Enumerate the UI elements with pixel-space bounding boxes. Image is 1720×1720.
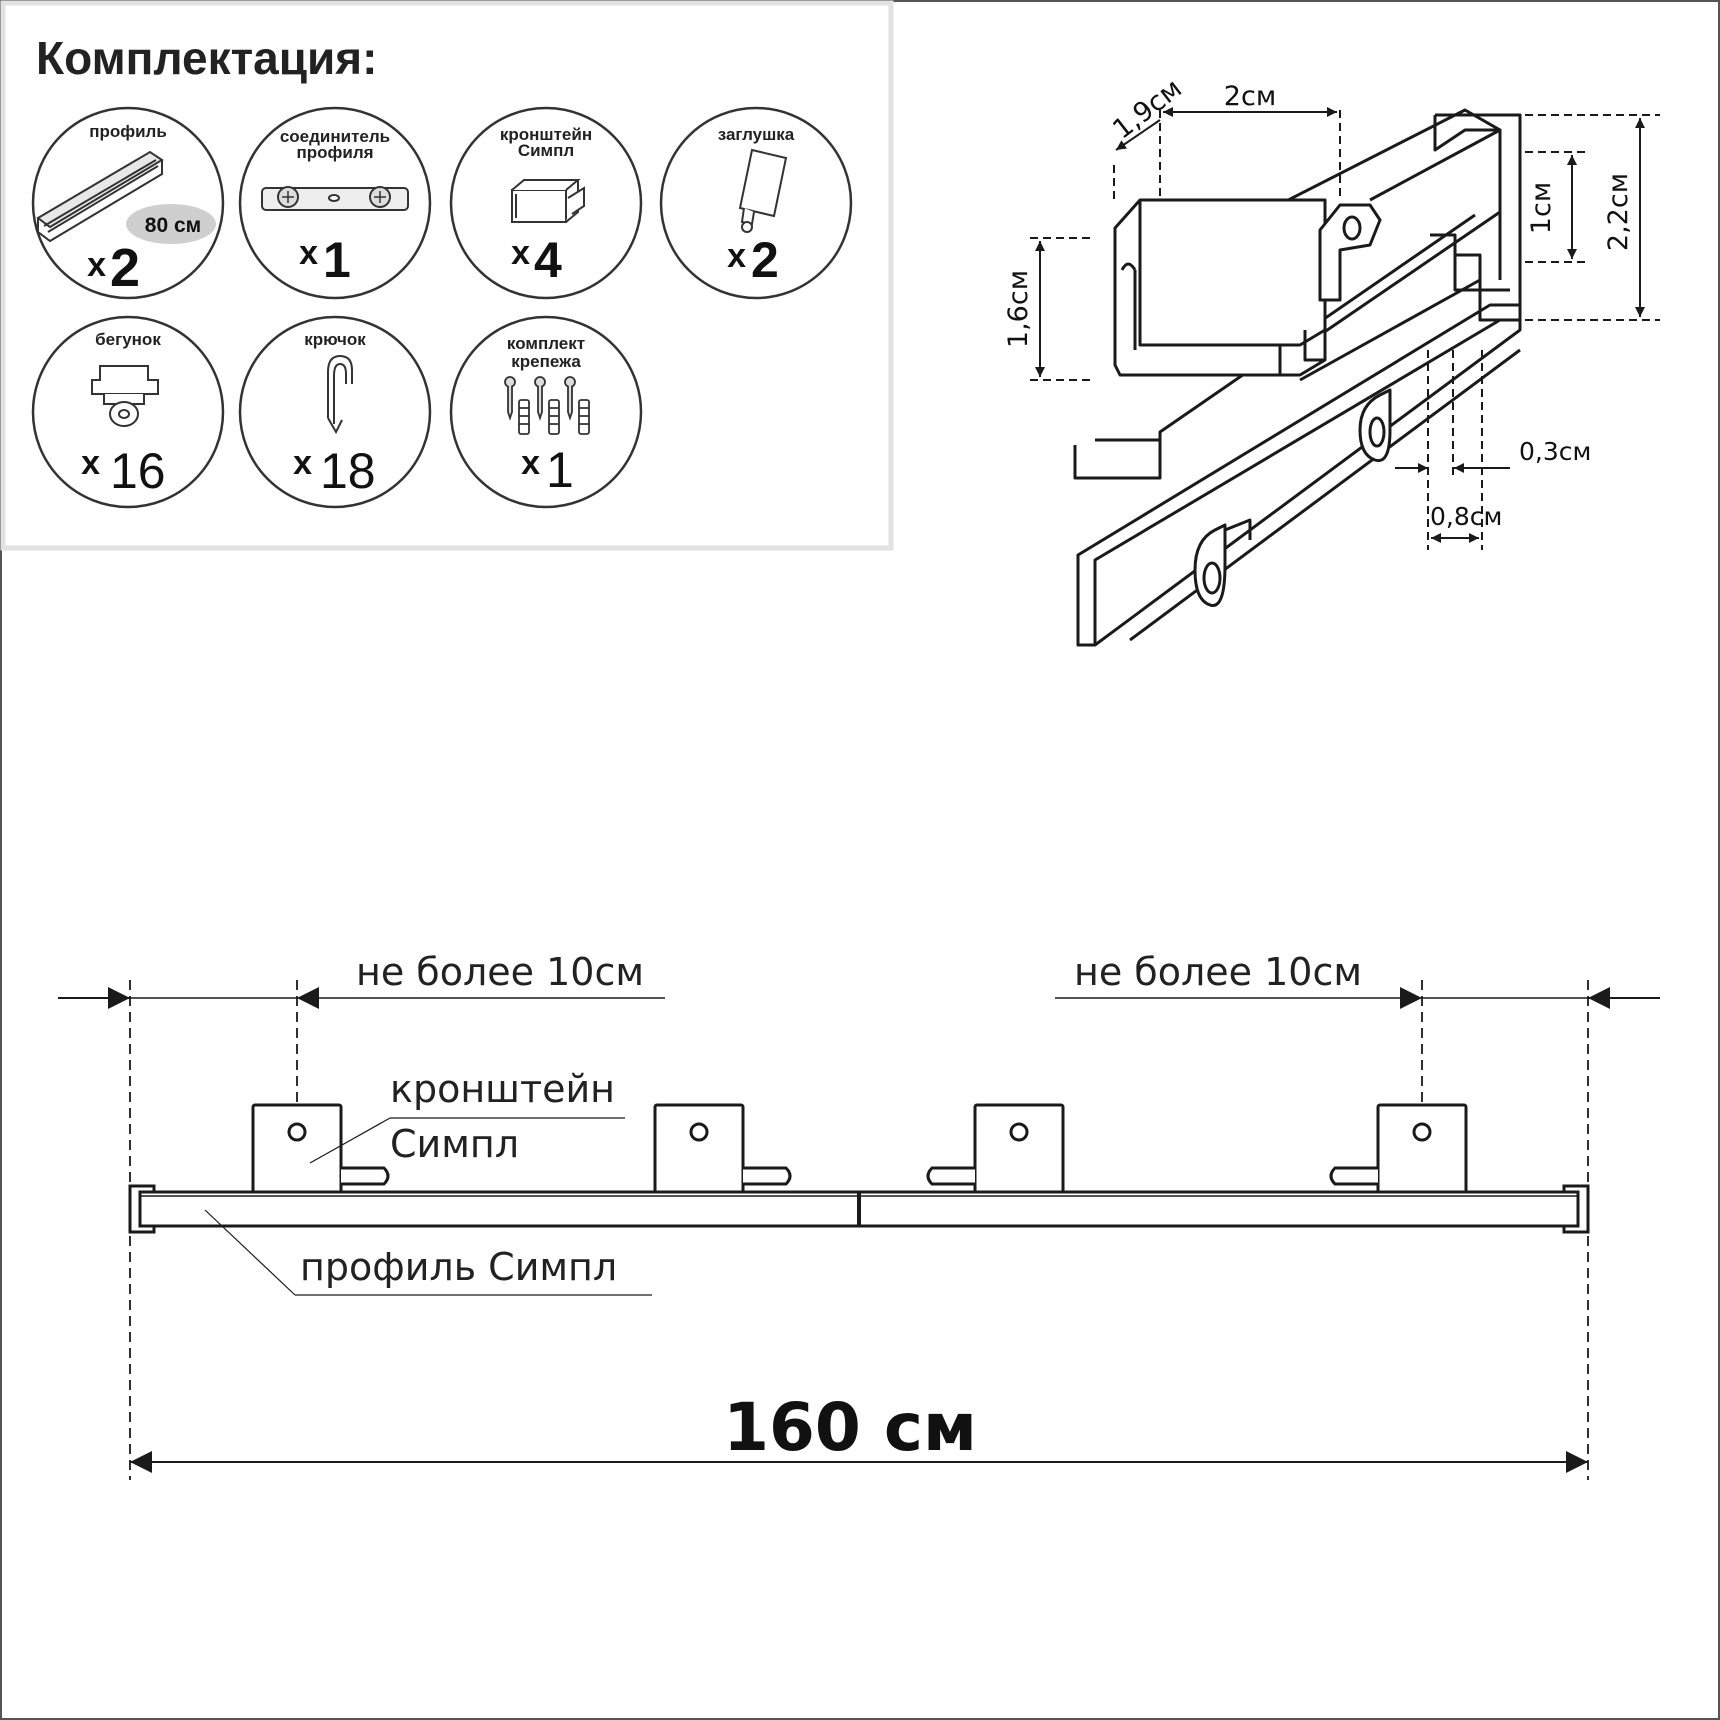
bracket-callout-line1: кронштейн bbox=[390, 1067, 615, 1111]
screws-icon bbox=[504, 376, 590, 435]
right-end-cap bbox=[1562, 1184, 1590, 1234]
qty-prefix: x bbox=[521, 444, 540, 482]
kit-item-label: заглушка bbox=[718, 125, 795, 144]
gap-label-left: не более 10см bbox=[356, 950, 644, 994]
dim-depth-label: 1,9см bbox=[1107, 73, 1188, 146]
assembly-drawing bbox=[58, 980, 1660, 1480]
qty-value: 1 bbox=[323, 232, 351, 288]
end-cap-icon bbox=[738, 148, 788, 233]
profile-callout: профиль Симпл bbox=[300, 1245, 617, 1289]
dim-height-label: 2,2см bbox=[1603, 173, 1634, 251]
qty-value: 2 bbox=[110, 238, 140, 298]
kit-item-label: профиль bbox=[89, 122, 167, 141]
kit-item-label: крючок bbox=[304, 330, 366, 349]
qty-value: 18 bbox=[320, 443, 376, 499]
profile-rail-icon bbox=[36, 150, 164, 243]
kit-item-end-cap: заглушка x 2 bbox=[659, 106, 853, 300]
kit-title: Комплектация: bbox=[36, 32, 377, 84]
kit-panel: Комплектация: профиль 80 см x 2 соединит… bbox=[0, 0, 894, 551]
qty-prefix: x bbox=[87, 246, 106, 284]
qty-prefix: x bbox=[81, 444, 100, 482]
kit-item-profile: профиль 80 см x 2 bbox=[31, 106, 225, 300]
dim-width-label: 2см bbox=[1224, 81, 1276, 112]
hook-icon bbox=[327, 354, 353, 435]
dim-slot-label: 1см bbox=[1526, 182, 1557, 234]
qty-value: 2 bbox=[751, 232, 779, 288]
length-badge-text: 80 см bbox=[145, 214, 201, 237]
profile-rail bbox=[128, 1184, 1590, 1234]
bracket-4 bbox=[1376, 1103, 1468, 1195]
bracket-3-hole bbox=[1009, 1122, 1029, 1142]
connector-icon bbox=[261, 186, 409, 211]
profile-detail-drawing bbox=[1073, 108, 1522, 647]
kit-item-runner: бегунок x 16 bbox=[31, 315, 225, 509]
kit-item-hook: крючок x 18 bbox=[238, 315, 432, 509]
bracket-1 bbox=[251, 1103, 343, 1195]
detail-dimension-labels: 1,9см 2см 1см 2,2см 1,6см 0,3см 0,8см bbox=[1003, 73, 1634, 531]
length-badge bbox=[126, 204, 216, 244]
total-length-label: 160 см bbox=[723, 1389, 977, 1466]
bracket-2-hole bbox=[689, 1122, 709, 1142]
bracket-3 bbox=[973, 1103, 1065, 1195]
qty-value: 4 bbox=[534, 232, 562, 288]
bracket-1-hole bbox=[287, 1122, 307, 1142]
assembly-labels: не более 10см не более 10см кронштейн Си… bbox=[300, 950, 1362, 1466]
qty-prefix: x bbox=[511, 234, 530, 272]
bracket-2 bbox=[653, 1103, 745, 1195]
bracket-4-hole bbox=[1412, 1122, 1432, 1142]
qty-prefix: x bbox=[293, 444, 312, 482]
detail-dimensions bbox=[1030, 107, 1660, 550]
qty-value: 16 bbox=[110, 443, 166, 499]
dim-gap-label: 0,3см bbox=[1519, 437, 1591, 466]
gap-label-right: не более 10см bbox=[1074, 950, 1362, 994]
bracket-icon bbox=[511, 179, 585, 223]
kit-item-label: бегунок bbox=[95, 330, 161, 349]
runner-icon bbox=[91, 365, 159, 427]
qty-prefix: x bbox=[299, 234, 318, 272]
qty-prefix: x bbox=[727, 237, 746, 275]
bracket-callout-line2: Симпл bbox=[390, 1122, 519, 1166]
qty-value: 1 bbox=[546, 442, 574, 498]
left-end-cap bbox=[128, 1184, 156, 1234]
wall-brackets bbox=[251, 1103, 1468, 1195]
dim-lip-label: 0,8см bbox=[1430, 502, 1502, 531]
dim-bracket-height-label: 1,6см bbox=[1003, 270, 1034, 348]
